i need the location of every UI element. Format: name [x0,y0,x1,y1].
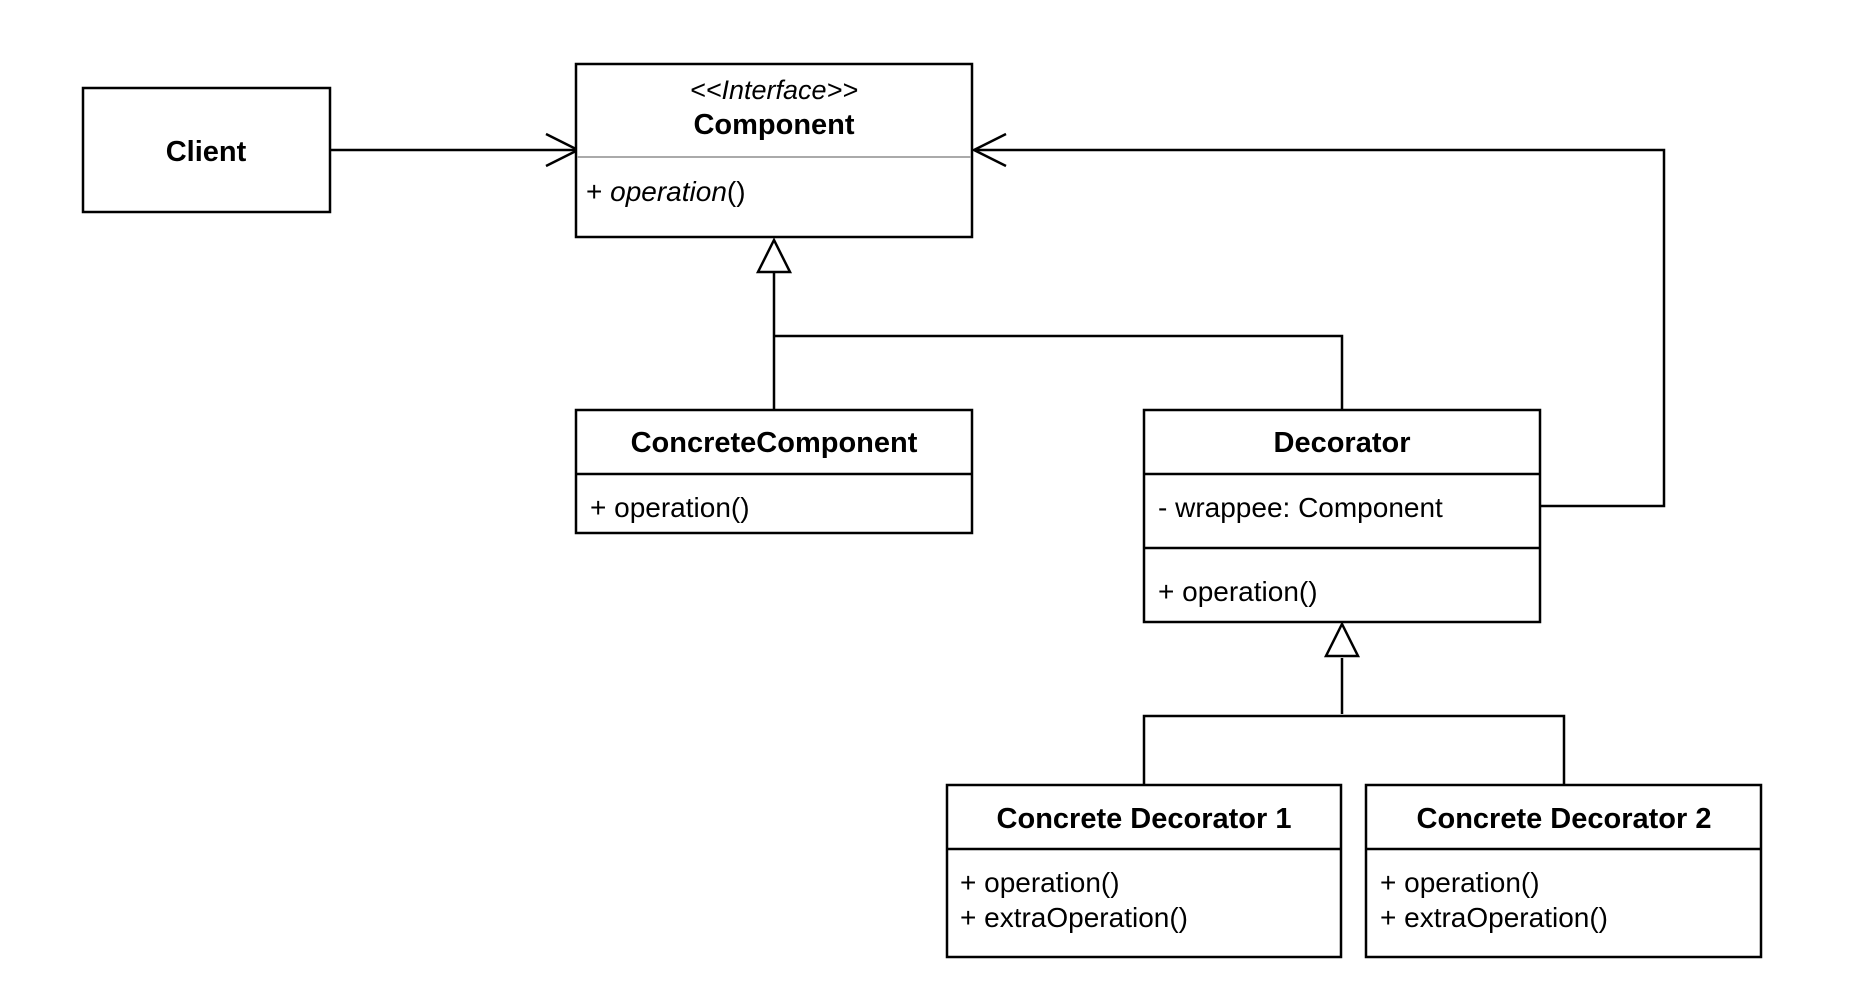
component-operation-suffix: () [727,176,746,207]
wrappee-aggregation-arrowhead [971,132,1007,168]
wrappee-aggregation-line [976,148,1666,508]
generalization-branch [1142,714,1566,785]
component-stereotype: <<Interface>> [690,75,858,105]
concrete-decorator-2-class: Concrete Decorator 2 + operation() + ext… [1364,783,1763,959]
decorator-title: Decorator [1274,427,1411,459]
decorator-realization-line [774,334,1344,410]
decorator-field: - wrappee: Component [1158,492,1443,523]
client-class: Client [81,86,332,214]
component-interface: <<Interface>> Component + operation() [574,62,974,239]
concrete-decorator-1-title: Concrete Decorator 1 [997,803,1292,835]
concrete-component-class: ConcreteComponent + operation() [574,408,974,535]
component-operation-prefix: + [586,176,610,207]
decorator-operation: + operation() [1158,576,1318,607]
concrete-component-operation: + operation() [590,492,750,523]
component-realization-triangle [755,237,793,274]
concrete-decorator-2-title: Concrete Decorator 2 [1417,803,1712,835]
component-title: Component [693,109,854,141]
connectors [330,132,1666,785]
component-operation: + operation() [586,176,746,207]
decorator-class: Decorator - wrappee: Component + operati… [1142,408,1542,624]
decorator-generalization-triangle [1323,621,1361,658]
component-operation-name: operation [610,176,727,207]
concrete-decorator-2-operation: + operation() [1380,867,1540,898]
concrete-component-title: ConcreteComponent [631,427,918,459]
concrete-decorator-1-class: Concrete Decorator 1 + operation() + ext… [945,783,1343,959]
concrete-decorator-1-extra-operation: + extraOperation() [960,902,1188,933]
client-title: Client [166,136,247,168]
concrete-decorator-2-extra-operation: + extraOperation() [1380,902,1608,933]
concrete-decorator-1-operation: + operation() [960,867,1120,898]
